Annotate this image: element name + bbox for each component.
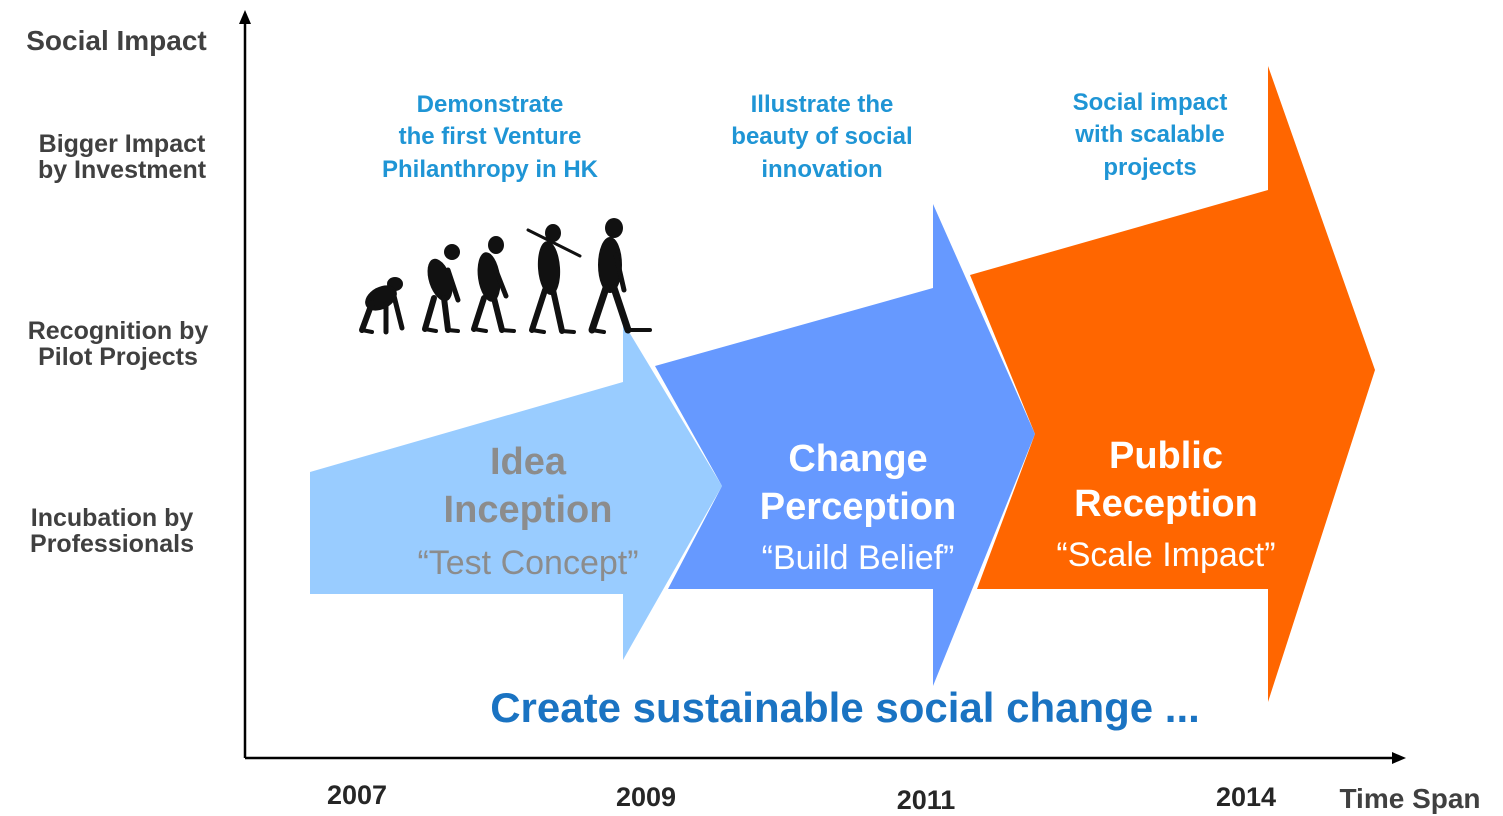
stage-description-2: Illustrate the beauty of social innovati… bbox=[731, 91, 913, 183]
stage-title-public-reception: Public Reception bbox=[1074, 435, 1258, 526]
year-label-2009: 2009 bbox=[615, 782, 677, 812]
y-level-label-bigger-impact: Bigger Impact by Investment bbox=[37, 130, 207, 185]
stage-description-3: Social impact with scalable projects bbox=[1072, 89, 1228, 181]
year-label-2014: 2014 bbox=[1215, 782, 1277, 812]
stage-subtitle-scale-impact: “Scale Impact” bbox=[1056, 536, 1276, 574]
ape-figure-3 bbox=[471, 236, 516, 333]
stage-arrow-idea-inception bbox=[310, 322, 722, 660]
x-axis-title: Time Span bbox=[1339, 783, 1481, 814]
ape-figure-2 bbox=[422, 244, 461, 333]
stage-arrow-public-reception bbox=[970, 66, 1375, 702]
year-label-2011: 2011 bbox=[896, 785, 956, 815]
y-axis-arrowhead bbox=[239, 10, 251, 24]
ape-figure-1 bbox=[359, 277, 405, 335]
y-axis-title: Social Impact bbox=[26, 25, 207, 56]
evolution-figures-icon bbox=[359, 218, 652, 335]
human-figure-5 bbox=[588, 218, 652, 334]
stage-subtitle-build-belief: “Build Belief” bbox=[761, 539, 955, 577]
stage-subtitle-test-concept: “Test Concept” bbox=[417, 544, 639, 582]
year-label-2007: 2007 bbox=[326, 780, 388, 810]
tagline: Create sustainable social change ... bbox=[490, 684, 1200, 731]
y-level-label-incubation: Incubation by Professionals bbox=[30, 504, 194, 559]
axes bbox=[239, 10, 1406, 764]
stage-arrow-change-perception bbox=[655, 204, 1035, 686]
stage-title-change-perception: Change Perception bbox=[759, 438, 957, 529]
stage-description-1: Demonstrate the first Venture Philanthro… bbox=[382, 91, 598, 183]
y-level-label-recognition: Recognition by Pilot Projects bbox=[27, 317, 209, 372]
stage-title-idea-inception: Idea Inception bbox=[443, 441, 613, 532]
x-axis-arrowhead bbox=[1392, 752, 1406, 764]
hominid-figure-4 bbox=[526, 224, 582, 334]
